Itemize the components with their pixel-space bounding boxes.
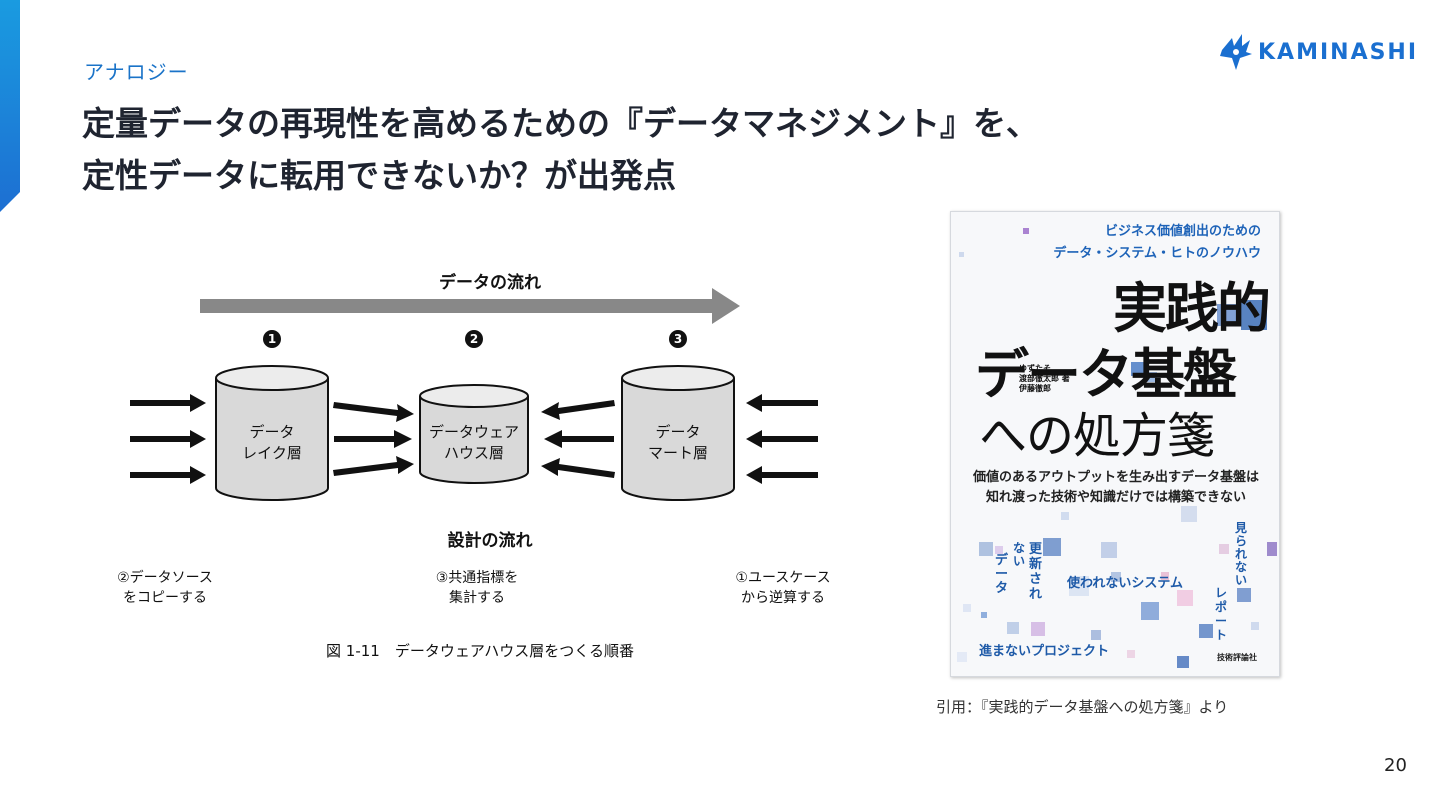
cylinder-data-warehouse — [419, 384, 529, 484]
note-aggregate-metrics: ③共通指標を 集計する — [435, 570, 519, 606]
book-title-2: データ基盤 — [975, 343, 1237, 406]
step-number-3: 3 — [669, 330, 687, 348]
note-work-backwards: ①ユースケース から逆算する — [735, 570, 831, 606]
label-data-lake: データ レイク層 — [242, 423, 302, 462]
book-subtitle-2: データ・システム・ヒトのノウハウ — [1053, 246, 1261, 261]
diagram-caption: 図 1-11 データウェアハウス層をつくる順番 — [326, 642, 634, 660]
book-word-not-updated: 更 新 さ れ — [1029, 542, 1043, 602]
page-title-line1: 定量データの再現性を高めるための『データマネジメント』を、 — [82, 104, 1039, 143]
kaminashi-mark-icon — [1220, 34, 1252, 70]
step-number-1: 1 — [263, 330, 281, 348]
book-word-unseen: 見 ら れ な い — [1235, 521, 1248, 587]
section-label: アナロジー — [84, 60, 189, 84]
label-data-warehouse: データウェア ハウス層 — [428, 423, 519, 462]
mart-to-dwh-arrows — [541, 400, 615, 478]
book-title-3: への処方箋 — [979, 408, 1215, 464]
book-word-nai: な い — [1013, 541, 1026, 568]
step-number-2: 2 — [465, 330, 483, 348]
cylinder-data-lake — [215, 365, 329, 501]
book-cover: ビジネス価値創出のための データ・システム・ヒトのノウハウ 実践的 データ基盤 … — [950, 211, 1280, 677]
book-pixel-pattern — [957, 228, 1277, 668]
book-word-stalled-project: 進まないプロジェクト — [979, 644, 1110, 659]
kaminashi-logo: KAMINASHI — [1218, 30, 1416, 74]
page-title: 定量データの再現性を高めるための『データマネジメント』を、 定性データに転用でき… — [82, 98, 1039, 202]
data-flow-title: データの流れ — [439, 273, 541, 293]
book-tagline-1: 価値のあるアウトプットを生み出すデータ基盤は — [972, 470, 1259, 485]
book-title-1: 実践的 — [1113, 277, 1271, 340]
cylinder-data-mart — [621, 365, 735, 501]
accent-bar — [0, 0, 20, 212]
diagram-graphics — [130, 288, 818, 501]
page-number: 20 — [1384, 755, 1407, 776]
book-word-unseen-data: デ ー タ — [995, 553, 1009, 596]
note-copy-source: ②データソース をコピーする — [117, 570, 213, 606]
book-word-report: レ ポ ー ト — [1215, 586, 1228, 642]
book-word-unused-system: 使われないシステム — [1067, 576, 1183, 591]
label-data-mart: データ マート層 — [647, 423, 708, 462]
data-flow-arrow — [200, 288, 740, 324]
citation: 引用：『実践的データ基盤への処方箋』より — [936, 698, 1229, 716]
design-flow-title: 設計の流れ — [447, 531, 533, 551]
book-publisher: 技術評論社 — [1217, 653, 1257, 662]
page-title-line2: 定性データに転用できないか？が出発点 — [82, 156, 676, 195]
book-subtitle-1: ビジネス価値創出のための — [1104, 224, 1261, 239]
lake-to-dwh-arrows — [333, 402, 414, 476]
logo-wordmark: KAMINASHI — [1258, 39, 1419, 65]
book-tagline-2: 知れ渡った技術や知識だけでは構築できない — [985, 490, 1246, 505]
dwh-order-diagram: データの流れ 1 2 3 データ レイク層 データウェア ハウス層 データ マー… — [100, 260, 860, 680]
usecase-arrows — [746, 394, 818, 484]
source-arrows — [130, 394, 206, 484]
book-authors: ゆずたそ 渡部徹太郎 著 伊藤徹郎 — [1019, 364, 1070, 393]
